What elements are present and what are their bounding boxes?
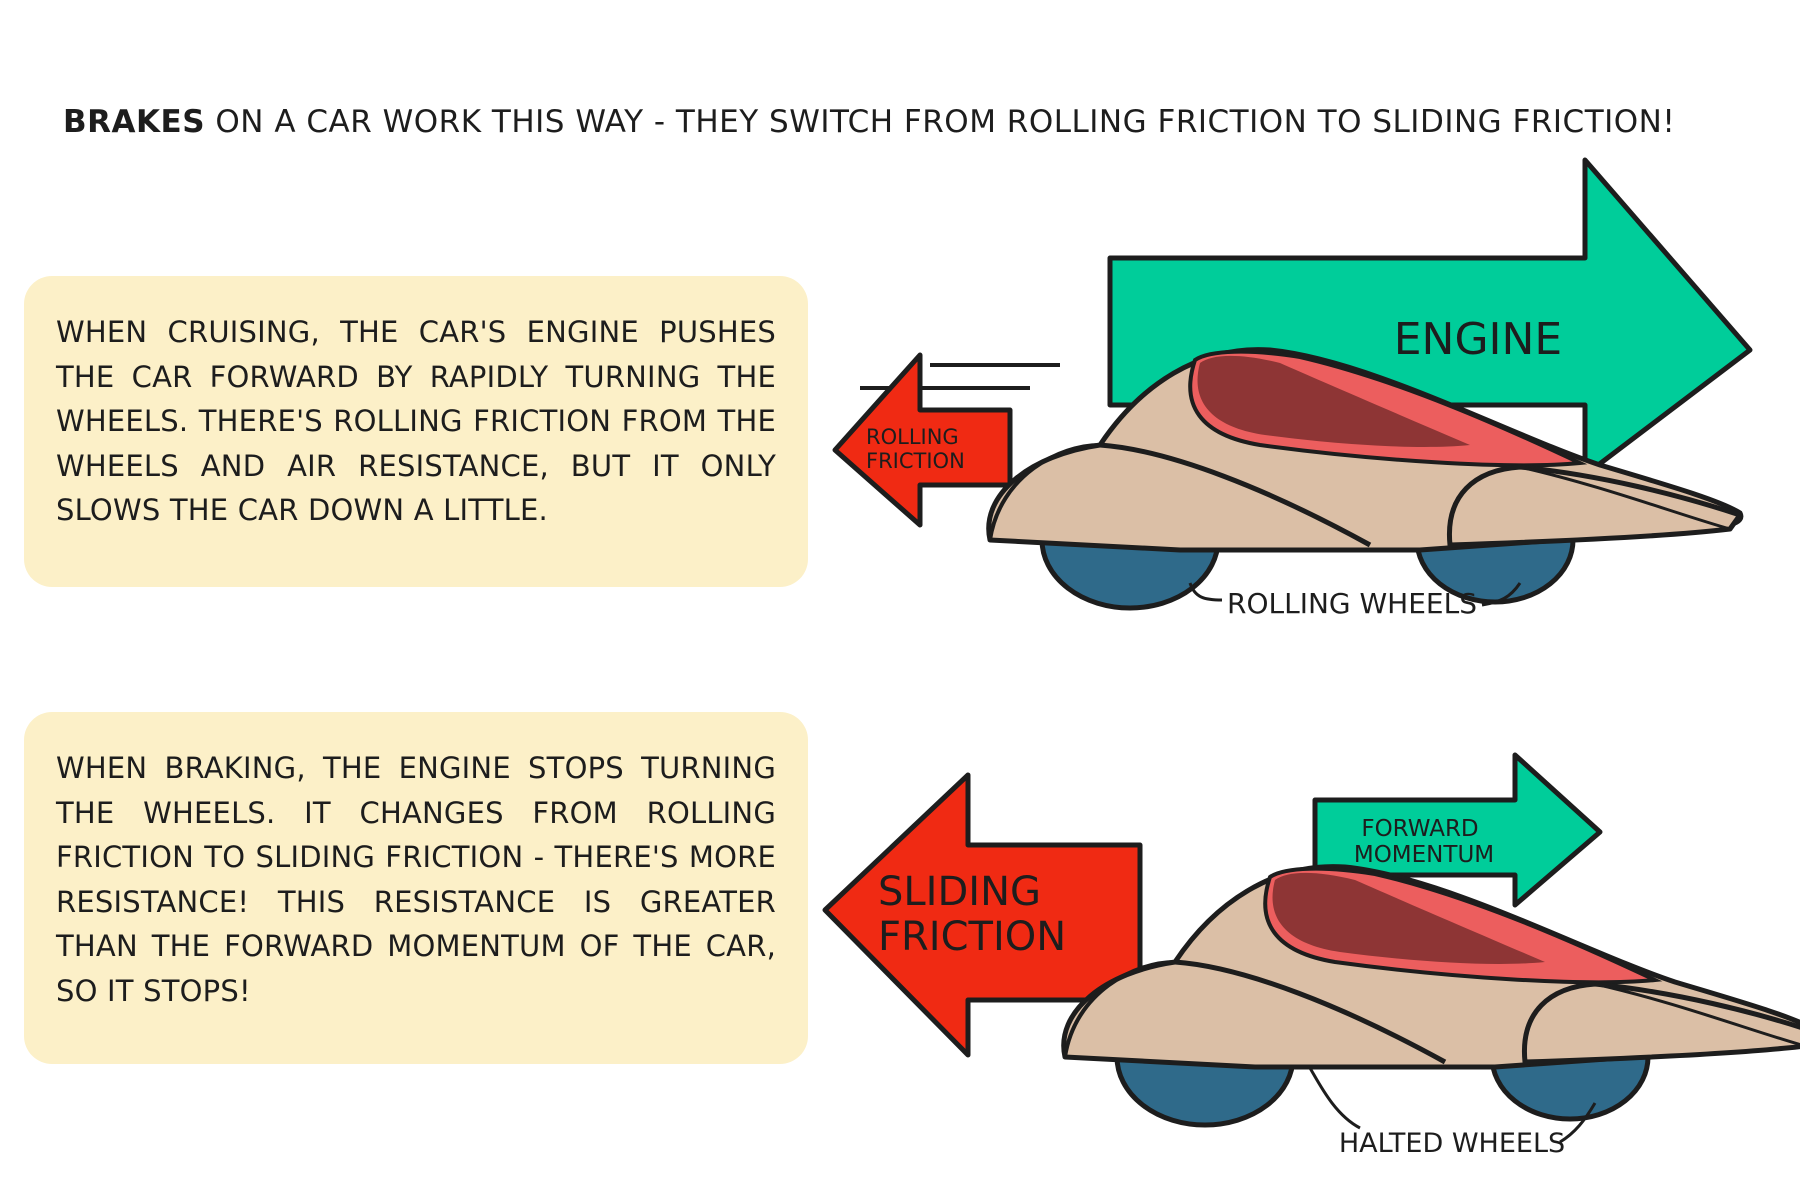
headline-rest: ON A CAR WORK THIS WAY - THEY SWITCH FRO… [205,104,1676,140]
braking-text: WHEN BRAKING, THE ENGINE STOPS TURNING T… [56,751,776,1008]
headline-bold: BRAKES [63,104,206,140]
sliding-friction-label-2: FRICTION [878,914,1066,960]
forward-momentum-label-1: FORWARD [1361,816,1478,842]
forward-momentum-label-2: MOMENTUM [1354,842,1494,868]
halted-wheels-label: HALTED WHEELS [1339,1128,1565,1159]
braking-panel: WHEN BRAKING, THE ENGINE STOPS TURNING T… [24,712,808,1064]
sliding-friction-label-1: SLIDING [878,869,1041,915]
sliding-friction-arrow [822,772,1143,1058]
rolling-friction-label-1: ROLLING [866,425,959,449]
rolling-wheels-label: ROLLING WHEELS [1227,587,1477,620]
halted-pointer-left [1308,1067,1361,1130]
halted-pointer-right [1559,1102,1597,1144]
cruising-text: WHEN CRUISING, THE CAR'S ENGINE PUSHES T… [56,315,776,527]
headline: BRAKES ON A CAR WORK THIS WAY - THEY SWI… [63,104,1743,140]
rolling-friction-arrow [832,352,1013,528]
wheels-pointer-left [1188,582,1223,602]
cruising-panel: WHEN CRUISING, THE CAR'S ENGINE PUSHES T… [24,276,808,587]
wheels-pointer-right [1481,582,1522,607]
car-braking [1064,867,1800,1125]
engine-label: ENGINE [1394,314,1563,365]
rolling-friction-label-2: FRICTION [866,449,965,473]
